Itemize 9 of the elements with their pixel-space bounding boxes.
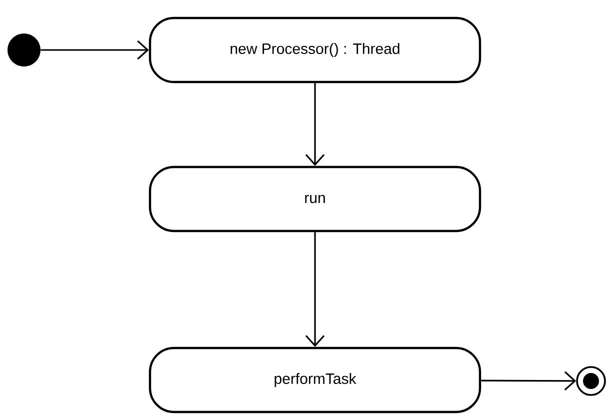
arrow (481, 371, 576, 390)
action-box: new Processor() : Thread (148, 16, 482, 84)
arrow (305, 232, 325, 347)
arrow (305, 83, 325, 166)
action-box: run (148, 166, 482, 232)
action-box: performTask (148, 346, 482, 414)
start-dot (8, 34, 40, 66)
arrow (40, 40, 149, 60)
end-bullseye (576, 366, 606, 396)
